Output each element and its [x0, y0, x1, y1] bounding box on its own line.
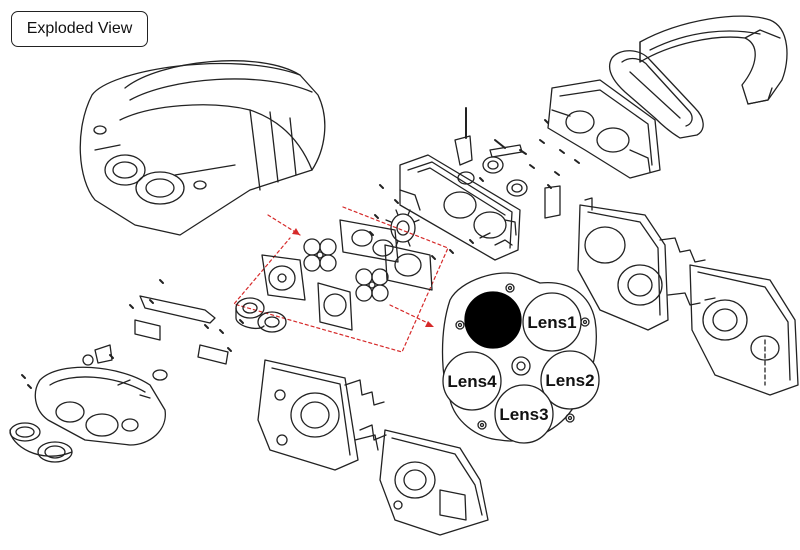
lens3-label: Lens3 [499, 405, 548, 424]
gear-housing-icon-4 [689, 264, 799, 396]
strap-icon [639, 15, 788, 105]
headset-assembled-icon [79, 60, 326, 236]
eyepiece-icon [235, 297, 287, 333]
lens-holder-icon [261, 219, 433, 331]
center-hub-inner [516, 361, 526, 371]
lens-pair-icon [9, 422, 73, 463]
face-cushion-icon [609, 50, 704, 139]
headset-lower-icon [34, 366, 168, 446]
lens1-circle [522, 292, 582, 352]
diagram-title: Exploded View [26, 20, 133, 37]
occluded-lens [464, 291, 522, 349]
gear-housing-icon [257, 359, 385, 471]
lens2-circle [540, 350, 600, 410]
lens3-circle [494, 384, 554, 444]
mounting-plate-icon [82, 295, 229, 366]
lens2-label: Lens2 [545, 371, 594, 390]
face-frame-icon [547, 79, 661, 179]
lens4-circle [442, 351, 502, 411]
callout-arrowheads [292, 228, 434, 327]
gear-icon [385, 209, 420, 247]
gear-housing-icon-3 [577, 204, 706, 331]
bracket-icon [454, 135, 593, 219]
lens-housing-icon [399, 154, 521, 261]
title-box: Exploded View [11, 11, 148, 47]
gear-housing-icon-2 [359, 424, 489, 536]
screw-icon [21, 107, 580, 389]
lens1-label: Lens1 [527, 313, 576, 332]
lens4-label: Lens4 [447, 372, 497, 391]
